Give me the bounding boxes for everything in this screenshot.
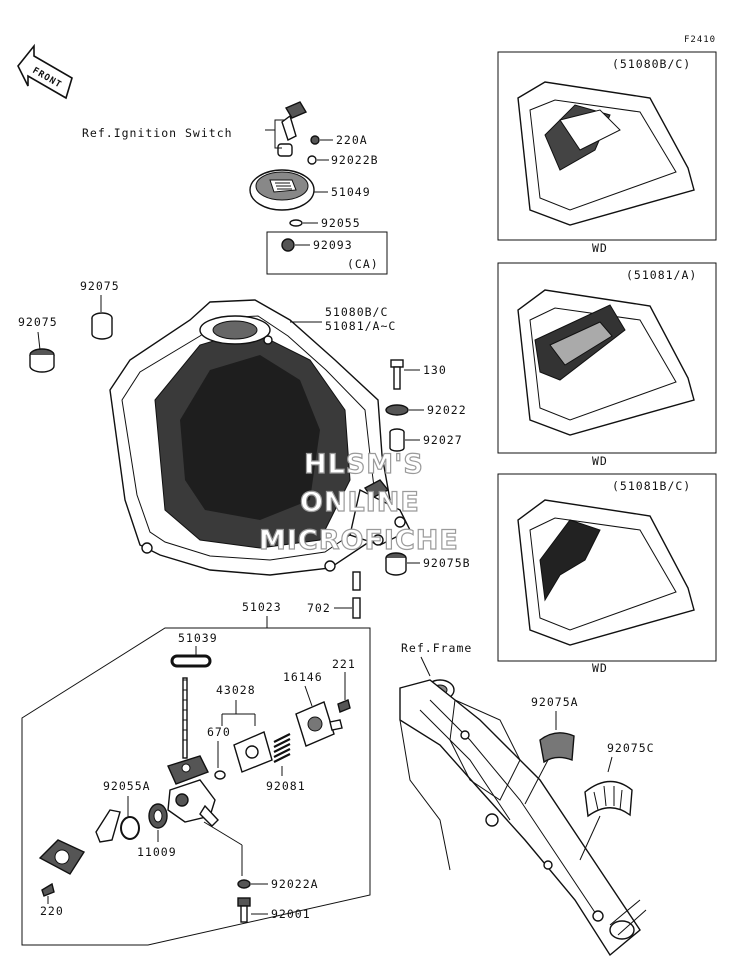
- callout-92075a: 92075A: [531, 695, 579, 709]
- panel-caption: WD: [592, 241, 608, 255]
- plate-gasket: [38, 839, 86, 875]
- screw-220: [41, 882, 55, 897]
- callout-92055a: 92055A: [103, 779, 151, 793]
- callout-702: 702: [307, 601, 331, 615]
- callout-220a: 220A: [336, 133, 368, 147]
- screw-220a: [310, 135, 320, 145]
- washer-92022: [385, 404, 409, 416]
- callout-92075b: 92075B: [423, 556, 471, 570]
- callout-92081: 92081: [266, 779, 306, 793]
- lever-11009: [148, 803, 168, 829]
- panel-code: (51080B/C): [612, 57, 691, 71]
- callout-92055: 92055: [321, 216, 361, 230]
- callout-51023: 51023: [242, 600, 282, 614]
- callout-670: 670: [207, 725, 231, 739]
- watermark-line-2: ONLINE: [300, 487, 420, 518]
- panel-frame: [497, 473, 717, 662]
- front-arrow-icon: FRONT: [17, 43, 73, 100]
- diagram-code: F2410: [684, 35, 716, 45]
- panel-frame: [497, 262, 717, 454]
- panel-caption: WD: [592, 661, 608, 675]
- callout-92075c: 92075C: [607, 741, 655, 755]
- damper-92075-upper: [91, 312, 113, 340]
- callout-16146: 16146: [283, 670, 323, 684]
- tank-side-view: [517, 81, 695, 226]
- ignition-key-icon: [277, 101, 308, 157]
- o-ring-670: [214, 770, 226, 780]
- screw-221: [337, 699, 351, 713]
- damper-92075b: [385, 552, 407, 576]
- spring-92081: [273, 733, 291, 763]
- collar-92027: [389, 428, 405, 452]
- o-ring-92055: [289, 219, 303, 227]
- panel-code: (51081B/C): [612, 479, 691, 493]
- hose-702: [352, 571, 361, 619]
- callout-92093-note: (CA): [347, 257, 379, 271]
- callout-92001: 92001: [271, 907, 311, 921]
- callout-11009: 11009: [137, 845, 177, 859]
- seal-ring: [95, 809, 121, 843]
- fuel-tank: [109, 299, 411, 576]
- part-92093: [281, 238, 295, 252]
- callout-51049: 51049: [331, 185, 371, 199]
- damper-92075c: [584, 780, 633, 818]
- ref-frame-label: Ref.Frame: [401, 641, 472, 655]
- box-92093: [266, 231, 388, 275]
- ref-ignition-switch-label: Ref.Ignition Switch: [82, 126, 233, 140]
- callout-92093: 92093: [313, 238, 353, 252]
- o-ring-92055a: [120, 816, 140, 840]
- panel-code: (51081/A): [626, 268, 697, 282]
- panel-51081bc: (51081B/C) WD: [497, 473, 717, 675]
- callout-92022: 92022: [427, 403, 467, 417]
- bolt-130: [390, 359, 404, 390]
- filter-51039: [170, 654, 212, 668]
- panel-51080bc: (51080B/C) WD: [497, 51, 717, 255]
- callout-92075-lower: 92075: [18, 315, 58, 329]
- fuel-cock-box: [21, 627, 371, 946]
- fuel-cap-51049: [249, 169, 315, 211]
- callout-51039: 51039: [178, 631, 218, 645]
- bolt-92001: [237, 897, 251, 923]
- callout-130: 130: [423, 363, 447, 377]
- callout-92075-upper: 92075: [80, 279, 120, 293]
- washer-92022a: [237, 879, 251, 889]
- panel-caption: WD: [592, 454, 608, 468]
- callout-tank-51080bc: 51080B/C: [325, 305, 388, 319]
- damper-92075a: [539, 732, 575, 764]
- callout-220: 220: [40, 904, 64, 918]
- watermark-line-1: HLSM'S: [304, 449, 424, 480]
- callout-92022b: 92022B: [331, 153, 379, 167]
- damper-92075-lower: [29, 348, 55, 373]
- diaphragm-plate-43028: [233, 731, 273, 773]
- callout-92022a: 92022A: [271, 877, 319, 891]
- panel-frame: [497, 51, 717, 241]
- frame: [399, 679, 647, 957]
- callout-221: 221: [332, 657, 356, 671]
- cover-16146: [295, 701, 343, 747]
- callout-tank-51081ac: 51081/A~C: [325, 319, 396, 333]
- callout-92027: 92027: [423, 433, 463, 447]
- tank-side-view: [517, 289, 695, 436]
- washer-92022b: [307, 155, 317, 165]
- callout-43028: 43028: [216, 683, 256, 697]
- fuel-cock-body: [167, 677, 219, 827]
- panel-51081a: (51081/A) WD: [497, 262, 717, 468]
- watermark-line-3: MICROFICHE: [259, 525, 459, 556]
